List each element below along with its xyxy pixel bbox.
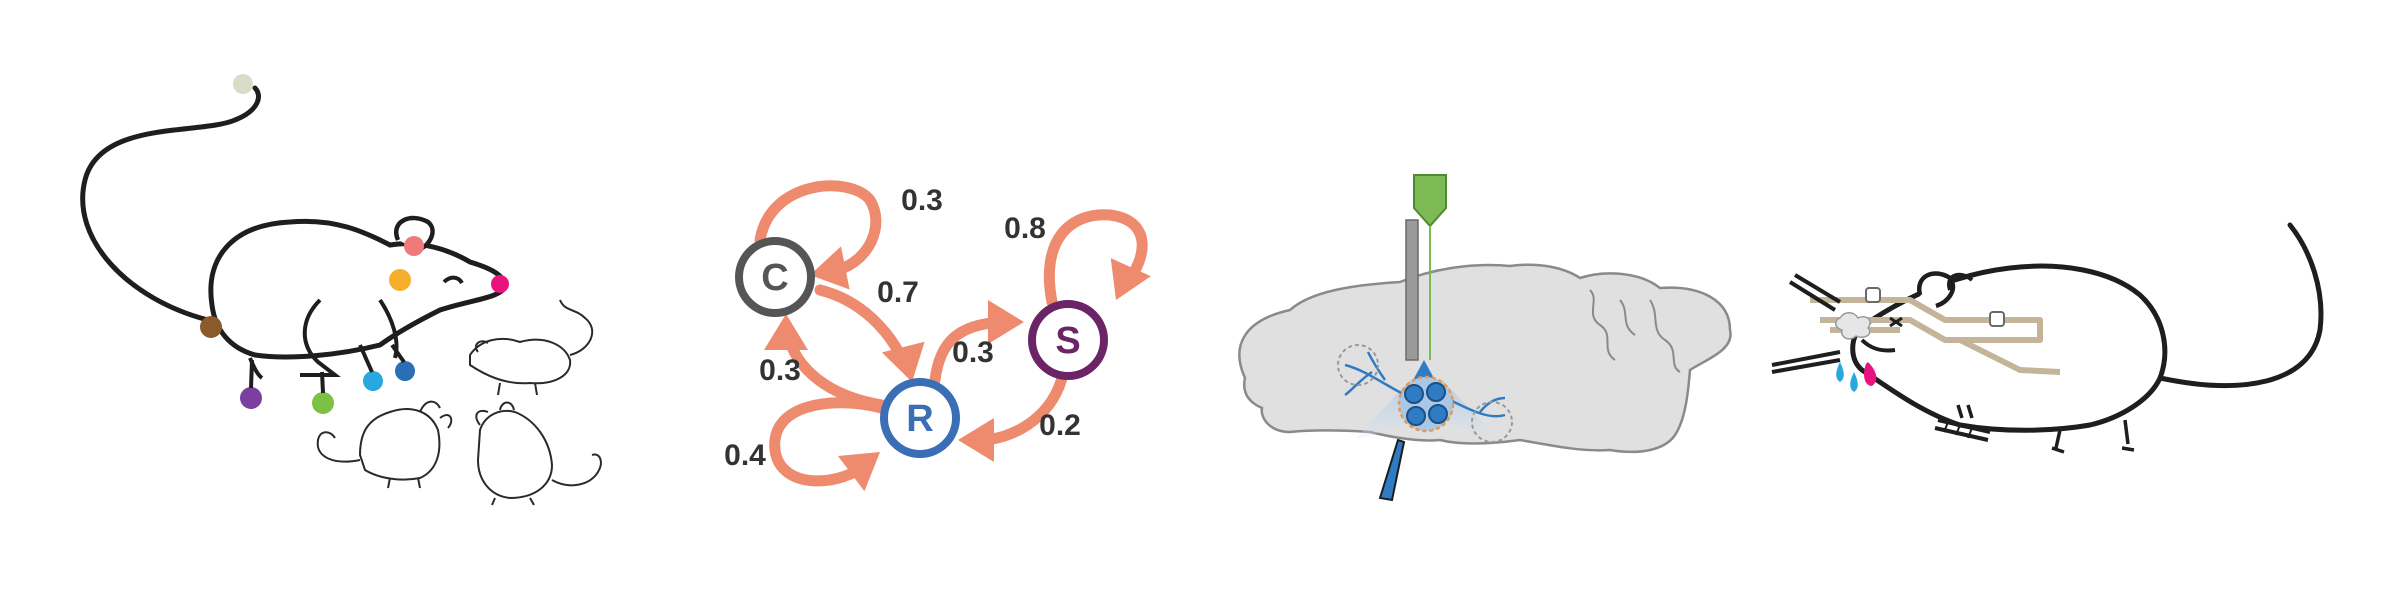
hind-paw-left-marker	[240, 387, 262, 409]
neuron-cluster-ring	[1397, 375, 1455, 433]
edge-label-r-to-c: 0.3	[759, 354, 801, 387]
edge-r-to-s	[929, 300, 1024, 386]
state-node-circle	[880, 378, 960, 458]
edges-layer	[754, 180, 1151, 492]
mouse-face-line	[1860, 338, 1896, 353]
mouse-tail	[80, 85, 261, 323]
neuron-dendrite-left	[1344, 351, 1406, 397]
mouse-ear-back	[1947, 272, 1974, 291]
edge-label-s-to-s: 0.8	[1004, 212, 1046, 245]
reward-spout	[1771, 350, 1841, 374]
edge-r-to-r	[769, 397, 888, 492]
nose-marker	[491, 275, 509, 293]
recording-shank	[1405, 219, 1419, 361]
markov-chain-diagram: C R S 0.3 0.7 0.3 0.3 0.8 0.2 0.4	[724, 180, 1151, 492]
small-mouse-3	[475, 401, 602, 506]
edge-arrowhead	[958, 418, 994, 462]
air-puff-cloud	[1835, 312, 1871, 340]
edge-line	[754, 180, 882, 276]
state-node-letter: R	[906, 398, 933, 440]
small-mouse-2	[316, 400, 453, 489]
edge-label-r-to-r: 0.4	[724, 439, 766, 472]
head-plate-screw-left	[1865, 287, 1881, 303]
tail-tip-marker	[233, 74, 253, 94]
brain-outline	[1238, 263, 1732, 454]
state-node-c: C	[735, 237, 815, 317]
edge-label-s-to-r: 0.2	[1039, 409, 1081, 442]
mouse-front-feet	[1956, 404, 1974, 419]
mouse-eye	[442, 275, 464, 285]
recording-electrode	[1378, 438, 1406, 502]
tracked-mouse-icon	[80, 74, 509, 414]
edge-labels-layer: 0.3 0.7 0.3 0.3 0.8 0.2 0.4	[724, 184, 1081, 472]
air-puff-tube	[1788, 273, 1842, 312]
neuron-cell-2	[1426, 382, 1446, 402]
mouse-back-feet	[2051, 419, 2135, 454]
light-cone-top	[1412, 360, 1436, 382]
mouse-eye	[1889, 316, 1903, 328]
edge-label-r-to-s: 0.3	[952, 336, 994, 369]
state-node-s: S	[1028, 300, 1108, 380]
small-mice-icon	[316, 299, 602, 506]
edge-arrowhead	[881, 341, 925, 382]
neuron-cell-3	[1406, 406, 1426, 426]
target-region-left	[1337, 344, 1379, 386]
neuron-cell-1	[1404, 384, 1424, 404]
mouse-body-outline	[208, 218, 508, 360]
mouse-body-outline	[1850, 263, 2168, 433]
edge-label-c-to-r: 0.7	[877, 276, 919, 309]
optic-fiber-probe	[1413, 174, 1447, 228]
edge-label-c-to-c: 0.3	[901, 184, 943, 217]
brain-recording-icon	[1238, 174, 1732, 502]
edge-line	[769, 397, 888, 487]
edge-arrowhead	[1110, 258, 1151, 300]
edge-c-to-r	[814, 284, 925, 382]
head-plate-screw-right	[1989, 311, 2005, 327]
edge-s-to-s	[1043, 209, 1151, 308]
edge-s-to-r	[958, 372, 1068, 462]
state-node-r: R	[880, 378, 960, 458]
target-region-right	[1471, 401, 1513, 443]
state-node-circle	[735, 237, 815, 317]
tail-base-marker	[200, 316, 222, 338]
platform-ticks	[1943, 421, 1973, 439]
fore-paw-right-marker	[395, 361, 415, 381]
mouse-tail	[2157, 222, 2324, 388]
edge-arrowhead	[764, 314, 808, 350]
state-node-circle	[1028, 300, 1108, 380]
mouse-tongue	[1864, 362, 1877, 386]
hind-paw-right-marker	[312, 392, 334, 414]
mouse-hind-leg	[300, 298, 341, 377]
water-droplet-2	[1850, 372, 1858, 392]
edge-arrowhead	[810, 246, 850, 290]
edge-arrowhead	[838, 452, 880, 492]
mouse-front-legs	[358, 343, 406, 373]
edge-arrowhead	[988, 300, 1024, 344]
mouse-back-legs	[249, 359, 325, 394]
state-node-letter: S	[1055, 320, 1080, 362]
small-mouse-1	[469, 299, 594, 396]
edge-line	[1043, 209, 1148, 308]
state-node-letter: C	[761, 257, 788, 299]
water-droplet-1	[1836, 362, 1844, 382]
neuron-cell-4	[1428, 404, 1448, 424]
head-marker	[389, 269, 411, 291]
fore-paw-left-marker	[363, 371, 383, 391]
edge-c-to-c	[754, 180, 882, 290]
ear-marker	[404, 236, 424, 256]
cerebellum-folds	[1589, 289, 1681, 373]
nodes-layer: C R S	[735, 237, 1108, 458]
head-fixed-mouse-icon	[1771, 222, 2324, 454]
